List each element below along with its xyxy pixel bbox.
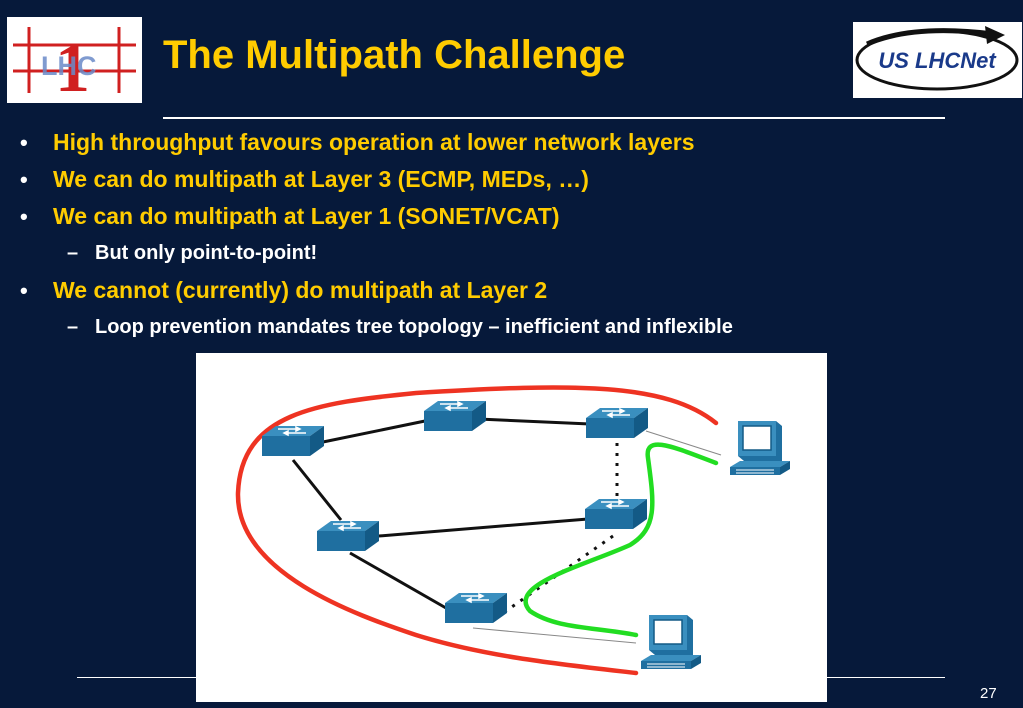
switch-icon — [585, 407, 649, 439]
logo-text: LHC — [41, 51, 97, 81]
bullet-text: We can do multipath at Layer 1 (SONET/VC… — [53, 203, 560, 229]
bullet-marker: • — [20, 204, 28, 229]
lhc-logo: 1 LHC — [7, 17, 142, 107]
bullet-text: We can do multipath at Layer 3 (ECMP, ME… — [53, 166, 589, 192]
bullet-item: • We can do multipath at Layer 3 (ECMP, … — [0, 161, 1023, 198]
sub-bullet-text: Loop prevention mandates tree topology –… — [95, 316, 733, 338]
network-diagram — [196, 353, 827, 702]
switch-icon — [444, 592, 508, 624]
switch-icon — [423, 400, 487, 432]
page-title: The Multipath Challenge — [163, 33, 626, 77]
sub-bullet-item: – But only point-to-point! — [0, 235, 1023, 272]
switch-icon — [584, 498, 648, 530]
footer-divider — [77, 677, 945, 678]
green-path — [523, 442, 719, 638]
bullet-list: • High throughput favours operation at l… — [0, 124, 1023, 346]
red-path — [235, 385, 719, 676]
bullet-text: We cannot (currently) do multipath at La… — [53, 277, 548, 303]
network-links — [291, 417, 591, 610]
bullet-marker: • — [20, 278, 28, 303]
sub-bullet-marker: – — [67, 242, 79, 264]
page-number: 27 — [980, 685, 997, 702]
title-divider — [163, 117, 945, 119]
blocked-links — [505, 443, 619, 613]
bullet-text: High throughput favours operation at low… — [53, 129, 695, 155]
bullet-marker: • — [20, 167, 28, 192]
sub-bullet-text: But only point-to-point! — [95, 242, 318, 264]
logo-text: US LHCNet — [878, 48, 997, 73]
logo-numeral: 1 — [55, 30, 90, 103]
switch-icon — [316, 520, 380, 552]
bullet-item: • We can do multipath at Layer 1 (SONET/… — [0, 198, 1023, 235]
sub-bullet-item: – Loop prevention mandates tree topology… — [0, 309, 1023, 346]
sub-bullet-marker: – — [67, 316, 79, 338]
computer-icon — [640, 614, 702, 670]
switch-icon — [261, 425, 325, 457]
computer-icon — [729, 420, 791, 476]
host-links — [472, 430, 722, 644]
bullet-item: • We cannot (currently) do multipath at … — [0, 272, 1023, 309]
us-lhcnet-logo: US LHCNet — [853, 22, 1022, 98]
bullet-marker: • — [20, 130, 28, 155]
bullet-item: • High throughput favours operation at l… — [0, 124, 1023, 161]
